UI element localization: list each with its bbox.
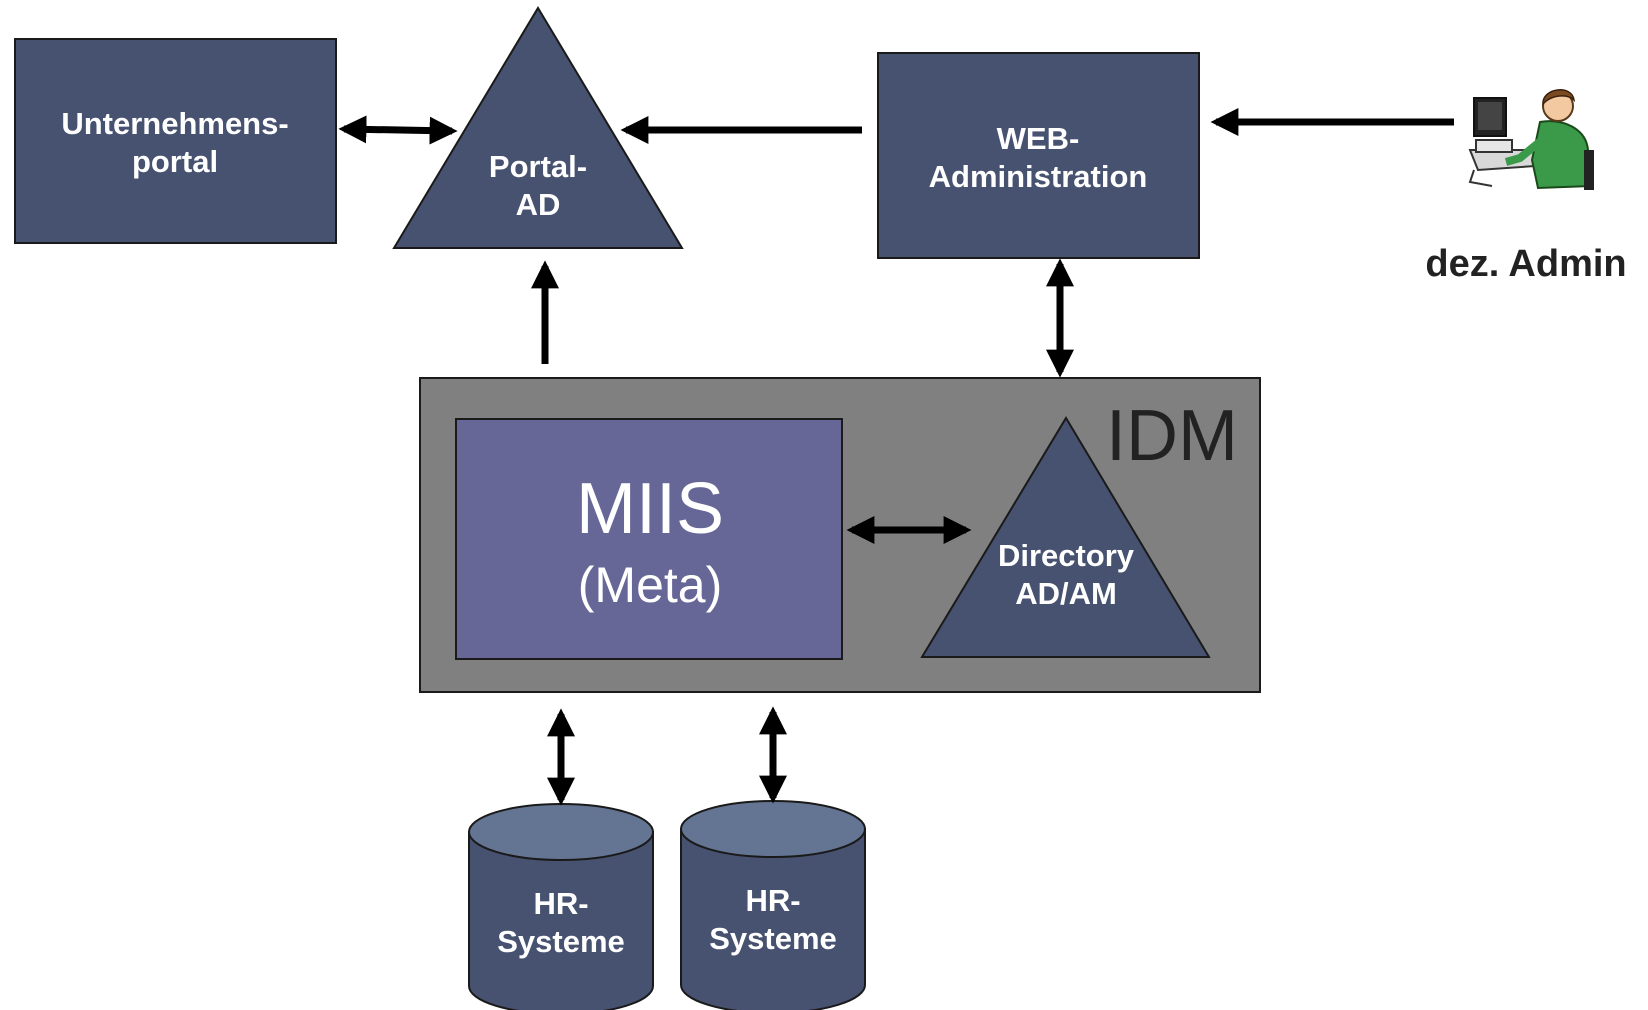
hr1-label-line1: HR- — [533, 886, 588, 921]
unternehmensportal-node: Unternehmens- portal — [14, 38, 337, 244]
hr1-label-line2: Systeme — [497, 924, 625, 959]
hr2-label-line2: Systeme — [709, 921, 837, 956]
hr2-label-line1: HR- — [745, 883, 800, 918]
dez-admin-label: dez. Admin — [1425, 243, 1626, 285]
unternehmensportal-label-line2: portal — [132, 144, 218, 179]
arrow-portal-to-portal-ad — [338, 115, 458, 145]
web-admin-label-line2: Administration — [929, 159, 1148, 194]
idm-label: IDM — [1106, 396, 1238, 476]
miis-node: MIIS (Meta) — [455, 418, 843, 660]
miis-meta-label: (Meta) — [578, 557, 722, 613]
portal-ad-node: Portal- AD — [392, 6, 684, 249]
web-admin-label-line1: WEB- — [997, 121, 1080, 156]
miis-label: MIIS — [576, 469, 724, 549]
directory-label-line1: Directory — [998, 538, 1135, 573]
hr-systeme-database-1: HR- Systeme — [468, 803, 654, 1010]
hr-systeme-database-2: HR- Systeme — [680, 800, 866, 1010]
directory-label-line2: AD/AM — [1015, 576, 1117, 611]
person-at-computer-icon — [1468, 89, 1594, 190]
web-administration-node: WEB- Administration — [877, 52, 1200, 259]
portal-ad-label-line2: AD — [516, 187, 561, 222]
directory-node: Directory AD/AM — [920, 416, 1211, 658]
portal-ad-label-line1: Portal- — [489, 149, 587, 184]
unternehmensportal-label-line1: Unternehmens- — [61, 106, 288, 141]
